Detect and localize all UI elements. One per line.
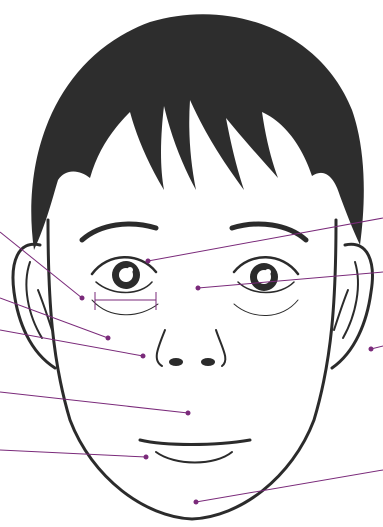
leader-line — [0, 392, 191, 416]
eye-width-bracket — [95, 292, 156, 310]
nose — [157, 330, 226, 366]
right-ear — [332, 244, 372, 368]
right-nostril — [201, 358, 215, 366]
leader-line — [0, 450, 149, 460]
right-eye — [234, 257, 298, 315]
leader-line — [194, 470, 383, 505]
left-eyebrow — [82, 224, 156, 240]
mouth — [140, 440, 250, 463]
right-eyebrow — [232, 224, 306, 240]
leader-line — [0, 298, 111, 341]
left-nostril — [169, 358, 183, 366]
leader-line — [0, 330, 146, 359]
face-outline — [48, 220, 336, 519]
leader-line — [196, 272, 383, 291]
left-eye — [92, 257, 158, 315]
hair — [31, 14, 364, 250]
leader-line — [369, 346, 383, 352]
